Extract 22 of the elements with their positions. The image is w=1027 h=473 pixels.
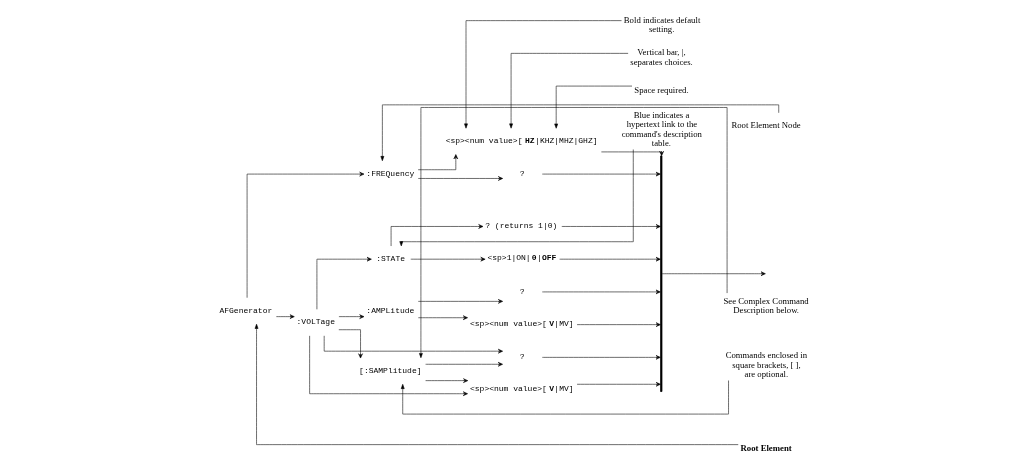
node-text: :FREQuency (365, 168, 414, 178)
node-text: ? (519, 351, 525, 361)
node-text: Commands enclosed in square brackets, [ ], are optional. (725, 349, 807, 379)
node-text: Space required. (633, 84, 689, 95)
node-text: Root Element Node (730, 119, 801, 130)
node-text: Blue indicates a hypertext link to the command's description table. (621, 109, 702, 148)
node-text: Vertical bar, |, separates choices. (629, 46, 693, 67)
node-text: [:SAMPlitude] (358, 365, 422, 375)
node-text: :AMPLitude (365, 305, 414, 315)
node-text: :VOLTage (296, 316, 335, 326)
node-text: <sp><num value>[V|MV] (469, 383, 574, 393)
node-text: <sp>1|ON|0|OFF (486, 252, 556, 262)
node-text: Root Element (740, 442, 792, 453)
node-text: AFGenerator (218, 305, 272, 315)
node-text: See Complex Command Description below. (722, 295, 809, 315)
node-text: ? (519, 168, 525, 178)
node-text: <sp><num value>[V|MV] (469, 318, 574, 328)
node-text: :STATe (375, 253, 405, 263)
node-text: ? (519, 286, 525, 296)
node-text: Bold indicates default setting. (623, 14, 700, 34)
node-text: <sp><num value>[HZ|KHZ|MHZ|GHZ] (445, 135, 598, 145)
node-text: ? (returns 1|0) (484, 220, 557, 230)
